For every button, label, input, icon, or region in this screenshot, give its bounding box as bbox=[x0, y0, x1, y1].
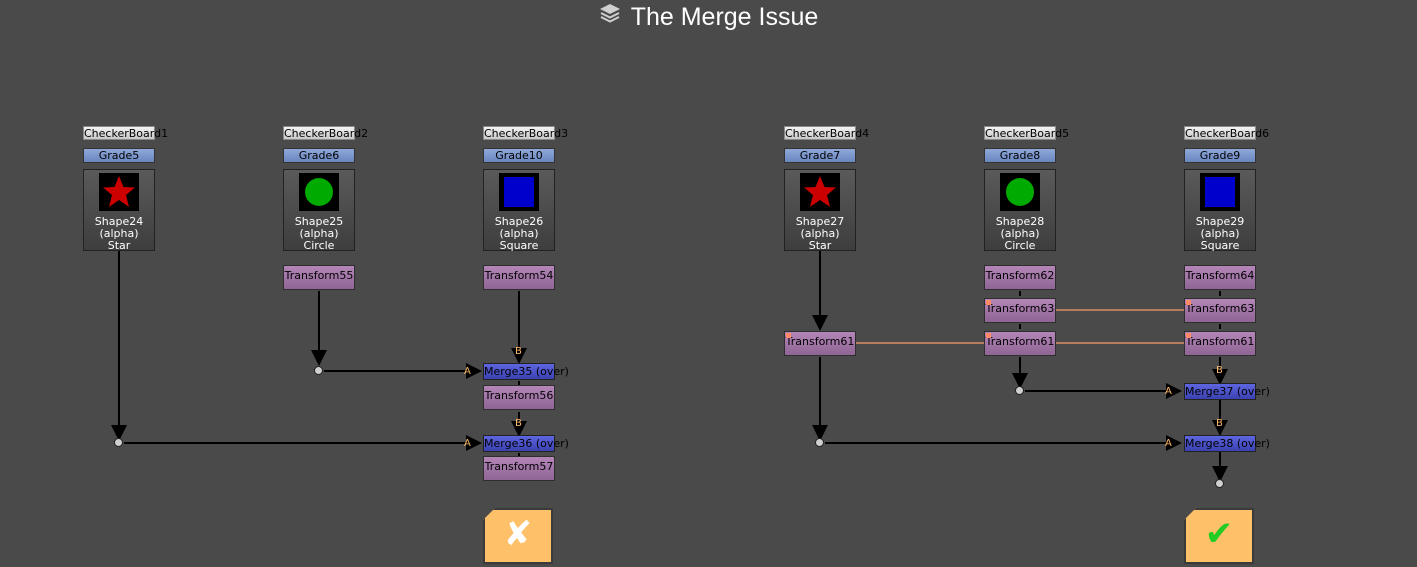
merge-node[interactable]: Merge37 (over) bbox=[1184, 383, 1270, 400]
transform-node[interactable]: Transform61 bbox=[784, 331, 856, 356]
circle-thumbnail bbox=[299, 173, 339, 211]
clone-badge bbox=[1186, 300, 1191, 305]
clone-badge bbox=[1186, 333, 1191, 338]
circle-icon bbox=[1006, 178, 1034, 206]
transform-label: Transform61 bbox=[785, 335, 855, 348]
dot-node[interactable] bbox=[815, 438, 824, 447]
dot-node[interactable] bbox=[114, 438, 123, 447]
grade-node[interactable]: Grade6 bbox=[283, 148, 355, 163]
star-icon bbox=[103, 176, 135, 207]
shape-name: Shape27 bbox=[795, 215, 845, 228]
shape-name: Shape25 bbox=[294, 215, 344, 228]
shape-kind: Circle bbox=[1004, 239, 1036, 252]
shape-node[interactable]: Shape27(alpha)Star bbox=[784, 169, 856, 252]
transform-label: Transform63 bbox=[985, 302, 1055, 315]
checkerboard-node[interactable]: CheckerBoard2 bbox=[283, 126, 369, 140]
square-thumbnail bbox=[499, 173, 539, 211]
transform-node[interactable]: Transform61 bbox=[1184, 331, 1256, 356]
shape-channel: (alpha) bbox=[299, 227, 339, 240]
input-a-label: A bbox=[1165, 386, 1172, 397]
merge-node[interactable]: Merge38 (over) bbox=[1184, 435, 1270, 452]
input-b-label: B bbox=[1216, 365, 1223, 376]
input-b-label: B bbox=[515, 346, 522, 357]
star-thumbnail bbox=[99, 173, 139, 211]
transform-node[interactable]: Transform54 bbox=[483, 265, 555, 290]
grade-node[interactable]: Grade10 bbox=[483, 148, 555, 163]
star-icon bbox=[804, 176, 836, 207]
merge-node[interactable]: Merge36 (over) bbox=[483, 435, 569, 452]
transform-node[interactable]: Transform55 bbox=[283, 265, 355, 290]
checkerboard-node[interactable]: CheckerBoard3 bbox=[483, 126, 569, 140]
shape-name: Shape26 bbox=[494, 215, 544, 228]
square-thumbnail bbox=[1200, 173, 1240, 211]
grade-node[interactable]: Grade8 bbox=[984, 148, 1056, 163]
shape-name: Shape24 bbox=[94, 215, 144, 228]
transform-label: Transform61 bbox=[985, 335, 1055, 348]
shape-channel: (alpha) bbox=[1000, 227, 1040, 240]
transform-node[interactable]: Transform63 bbox=[1184, 298, 1256, 323]
grade-node[interactable]: Grade9 bbox=[1184, 148, 1256, 163]
layers-icon bbox=[599, 4, 620, 23]
result-pass-badge: ✔ bbox=[1184, 508, 1254, 564]
shape-node[interactable]: Shape29(alpha)Square bbox=[1184, 169, 1256, 252]
input-a-label: A bbox=[464, 366, 471, 377]
shape-channel: (alpha) bbox=[1200, 227, 1240, 240]
grade-node[interactable]: Grade7 bbox=[784, 148, 856, 163]
transform-label: Transform63 bbox=[1185, 302, 1255, 315]
transform-label: Transform61 bbox=[1185, 335, 1255, 348]
circle-icon bbox=[305, 178, 333, 206]
input-a-label: A bbox=[1165, 438, 1172, 449]
shape-name: Shape29 bbox=[1195, 215, 1245, 228]
result-fail-badge: ✘ bbox=[483, 508, 553, 564]
dot-node[interactable] bbox=[1015, 386, 1024, 395]
shape-node[interactable]: Shape28(alpha)Circle bbox=[984, 169, 1056, 252]
circle-thumbnail bbox=[1000, 173, 1040, 211]
transform-node[interactable]: Transform57 bbox=[483, 456, 555, 481]
clone-badge bbox=[786, 333, 791, 338]
input-a-label: A bbox=[464, 438, 471, 449]
shape-channel: (alpha) bbox=[800, 227, 840, 240]
shape-node[interactable]: Shape26(alpha)Square bbox=[483, 169, 555, 252]
grade-node[interactable]: Grade5 bbox=[83, 148, 155, 163]
shape-node[interactable]: Shape24(alpha)Star bbox=[83, 169, 155, 252]
page-title: The Merge Issue bbox=[0, 3, 1417, 32]
transform-node[interactable]: Transform62 bbox=[984, 265, 1056, 290]
shape-kind: Circle bbox=[303, 239, 335, 252]
title-text: The Merge Issue bbox=[630, 3, 819, 31]
checkerboard-node[interactable]: CheckerBoard6 bbox=[1184, 126, 1270, 140]
square-icon bbox=[504, 177, 534, 207]
transform-node[interactable]: Transform63 bbox=[984, 298, 1056, 323]
star-thumbnail bbox=[800, 173, 840, 211]
square-icon bbox=[1205, 177, 1235, 207]
checkerboard-node[interactable]: CheckerBoard4 bbox=[784, 126, 870, 140]
shape-kind: Star bbox=[808, 239, 832, 252]
x-icon: ✘ bbox=[503, 514, 533, 554]
check-icon: ✔ bbox=[1204, 514, 1234, 554]
shape-channel: (alpha) bbox=[99, 227, 139, 240]
input-b-label: B bbox=[1216, 418, 1223, 429]
checkerboard-node[interactable]: CheckerBoard5 bbox=[984, 126, 1070, 140]
transform-node[interactable]: Transform61 bbox=[984, 331, 1056, 356]
shape-channel: (alpha) bbox=[499, 227, 539, 240]
shape-kind: Square bbox=[1200, 239, 1240, 252]
dot-node[interactable] bbox=[1215, 479, 1224, 488]
shape-name: Shape28 bbox=[995, 215, 1045, 228]
clone-badge bbox=[986, 300, 991, 305]
shape-node[interactable]: Shape25(alpha)Circle bbox=[283, 169, 355, 252]
transform-node[interactable]: Transform64 bbox=[1184, 265, 1256, 290]
dot-node[interactable] bbox=[314, 366, 323, 375]
input-b-label: B bbox=[515, 418, 522, 429]
shape-kind: Star bbox=[107, 239, 131, 252]
clone-badge bbox=[986, 333, 991, 338]
shape-kind: Square bbox=[499, 239, 539, 252]
checkerboard-node[interactable]: CheckerBoard1 bbox=[83, 126, 169, 140]
merge-node[interactable]: Merge35 (over) bbox=[483, 363, 569, 380]
transform-node[interactable]: Transform56 bbox=[483, 385, 555, 410]
